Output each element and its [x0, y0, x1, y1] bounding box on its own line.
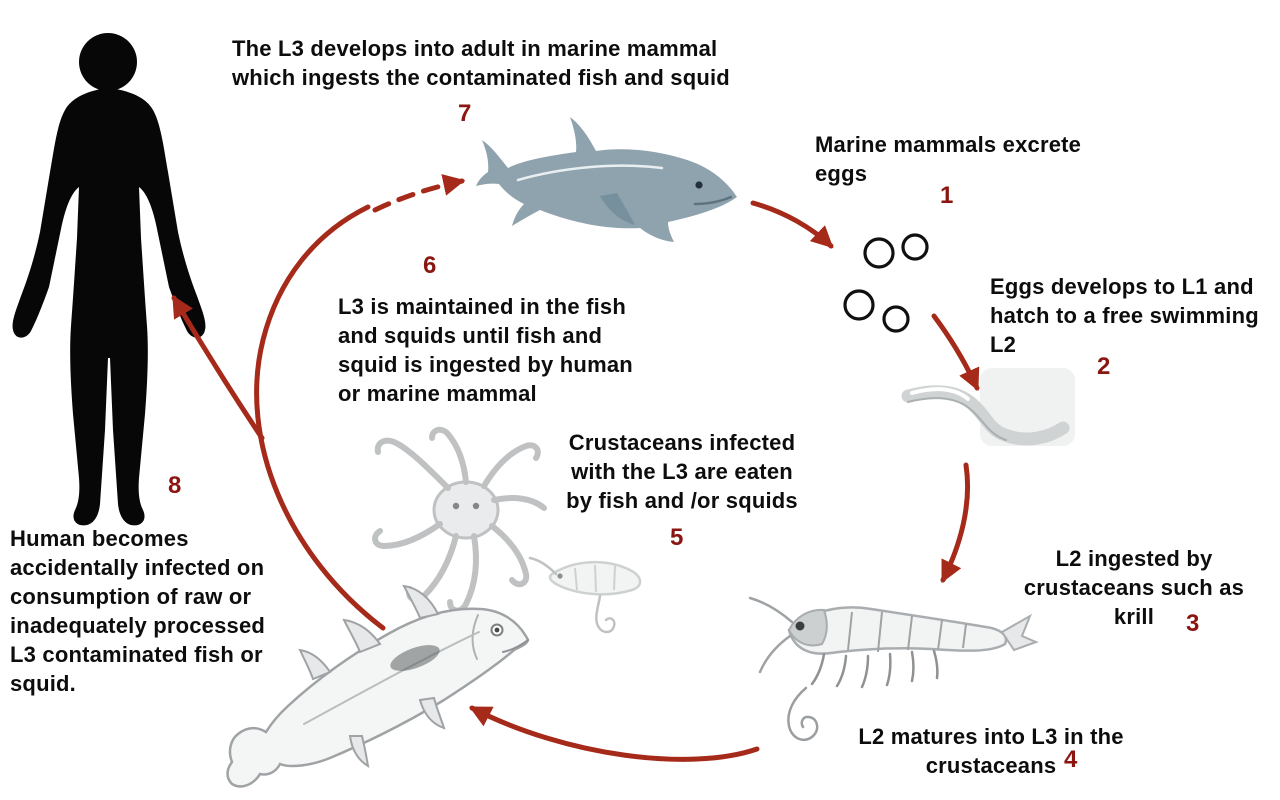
cycle-arrows — [171, 174, 980, 762]
arrow-fish-to-dolphin-solid — [254, 204, 386, 631]
human-silhouette-icon — [12, 33, 206, 526]
l2-larva-icon — [901, 368, 1075, 446]
step-4-label: L2 matures into L3 in the crustaceans — [858, 724, 1124, 779]
step-3-number: 3 — [1186, 610, 1200, 637]
step-8-number: 8 — [168, 472, 182, 499]
step-1-number: 1 — [940, 182, 954, 209]
small-shrimp-icon — [528, 556, 642, 634]
dolphin-icon — [476, 117, 737, 242]
krill-icon — [748, 596, 1039, 742]
step-2-label: Eggs develops to L1 and hatch to a free … — [990, 274, 1259, 358]
step-7-label: The L3 develops into adult in marine mam… — [232, 36, 730, 91]
arrow-eggs-to-larva — [931, 313, 980, 391]
eggs-icon — [843, 233, 929, 333]
arrow-larva-to-krill — [940, 462, 971, 583]
step-3-label: L2 ingested by crustaceans such as krill — [1023, 546, 1245, 630]
arrow-krill-to-fish — [469, 705, 760, 762]
arrow-fish-to-dolphin-dashed — [372, 174, 466, 213]
step-5-label: Crustaceans infected with the L3 are eat… — [566, 430, 798, 514]
step-5-number: 5 — [670, 524, 684, 551]
step-2-number: 2 — [1097, 353, 1111, 380]
step-1-label: Marine mammals excrete eggs — [815, 132, 1082, 187]
arrow-fish-to-human — [171, 295, 265, 441]
fish-icon — [226, 584, 530, 788]
step-6-label: L3 is maintained in the fish and squids … — [338, 294, 633, 407]
step-7-number: 7 — [458, 100, 472, 127]
arrow-dolphin-to-eggs — [750, 200, 834, 249]
step-8-label: Human becomes accidentally infected on c… — [10, 526, 266, 697]
step-6-number: 6 — [423, 252, 437, 279]
step-4-number: 4 — [1064, 746, 1078, 773]
octopus-icon — [372, 426, 547, 614]
